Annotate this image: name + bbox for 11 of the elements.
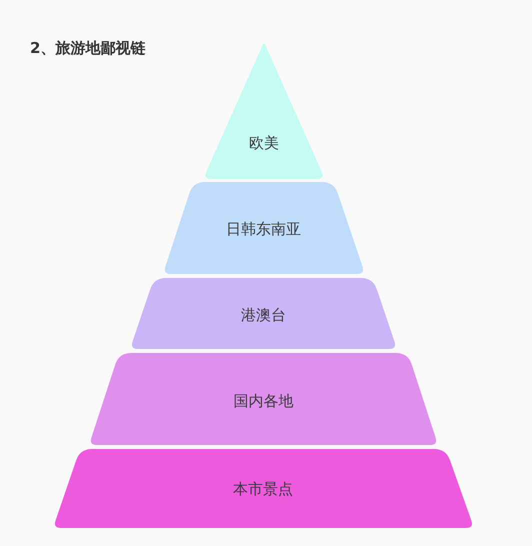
pyramid-tier <box>163 182 365 274</box>
pyramid-tier <box>203 42 325 179</box>
tier-label: 本市景点 <box>233 480 293 498</box>
tier-label: 日韩东南亚 <box>226 220 301 238</box>
tier-label: 港澳台 <box>241 306 286 324</box>
pyramid-tier <box>53 449 474 528</box>
tier-label: 国内各地 <box>234 392 294 410</box>
diagram-title: 2、旅游地鄙视链 <box>30 39 146 58</box>
tier-label: 欧美 <box>249 134 279 152</box>
pyramid-tier <box>89 353 438 445</box>
pyramid-tier <box>130 278 397 349</box>
